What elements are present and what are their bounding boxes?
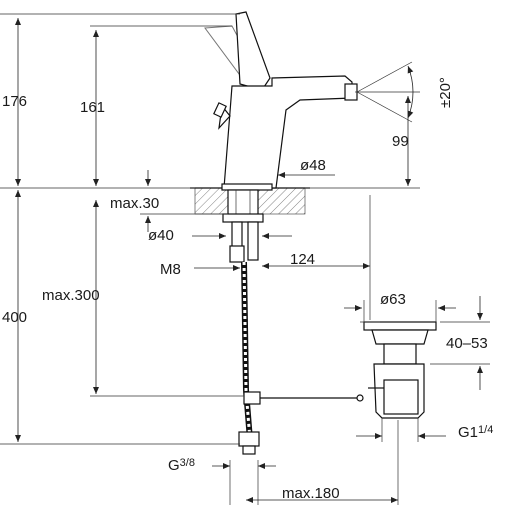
flexible-hose [238, 261, 260, 455]
dim-max180: max.180 [282, 485, 340, 502]
dim-161: 161 [80, 99, 105, 116]
dim-max300: max.300 [42, 287, 100, 304]
dim-400: 400 [2, 309, 27, 326]
dim-40-53: 40–53 [446, 335, 488, 352]
dim-40: ø40 [148, 227, 174, 244]
fixing-assembly [222, 189, 264, 263]
lever-handle [235, 11, 271, 91]
dim-m8: M8 [160, 261, 181, 278]
linkage-rod [243, 391, 364, 405]
dim-angle: ±20° [437, 77, 454, 108]
dim-g114: G11/4 [458, 424, 493, 441]
waste-assembly [363, 321, 437, 419]
dim-99: 99 [392, 133, 409, 150]
dim-max30: max.30 [110, 195, 159, 212]
dim-63: ø63 [380, 291, 406, 308]
dim-176: 176 [2, 93, 27, 110]
dim-124: 124 [290, 251, 315, 268]
faucet-body [204, 11, 358, 191]
dim-48: ø48 [300, 157, 326, 174]
dim-g38: G3/8 [168, 457, 195, 474]
